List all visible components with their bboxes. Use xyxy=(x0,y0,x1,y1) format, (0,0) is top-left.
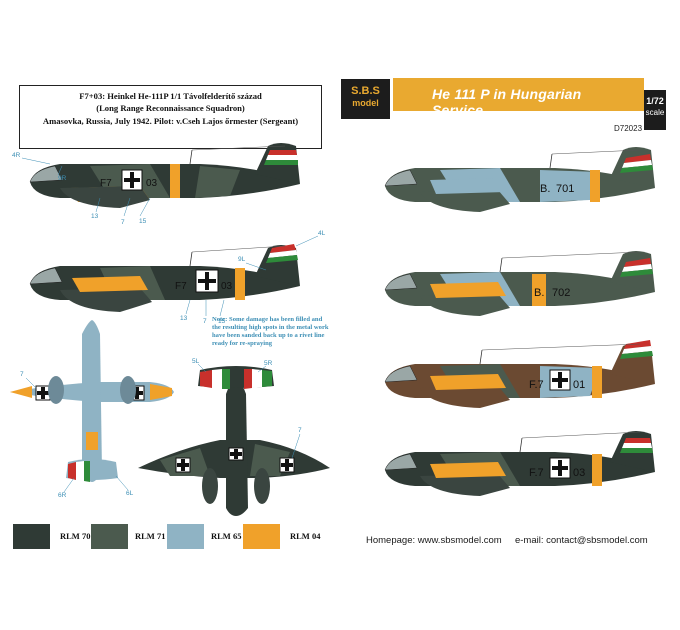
left-middle-reg-left: F7 xyxy=(175,281,187,292)
aircraft-caption-box: F7+03: Heinkel He-111P 1/1 Távolfelderít… xyxy=(19,85,322,149)
swatch-rlm71 xyxy=(91,524,128,549)
swatch-rlm65 xyxy=(167,524,204,549)
right-4-reg-left: F.7 xyxy=(529,467,544,479)
caption-line-1: F7+03: Heinkel He-111P 1/1 Távolfelderít… xyxy=(79,91,262,101)
callout-9l: 9L xyxy=(238,256,246,263)
swatch-rlm04 xyxy=(243,524,280,549)
swatch-rlm70 xyxy=(13,524,50,549)
callout-7-top: 7 xyxy=(121,219,125,226)
callout-5l: 5L xyxy=(192,358,200,365)
logo-text-bottom: model xyxy=(352,98,379,108)
caption-line-2: (Long Range Reconnaissance Squadron) xyxy=(96,103,245,114)
callout-4r: 4R xyxy=(12,152,21,159)
right-2-reg-right: 702 xyxy=(552,287,570,299)
callout-7-underside: 7 xyxy=(20,371,24,378)
left-middle-reg-right: 03 xyxy=(221,281,233,292)
right-1-reg-right: 701 xyxy=(556,183,574,195)
scale-badge: 1/72 scale xyxy=(644,90,666,130)
footer: Homepage: www.sbsmodel.com e-mail: conta… xyxy=(366,535,648,546)
right-1-reg-left: B. xyxy=(540,183,550,195)
caption-line-3: Amasovka, Russia, July 1942. Pilot: v.Cs… xyxy=(42,115,299,126)
legend-rlm65: RLM 65 xyxy=(211,531,242,541)
footer-homepage[interactable]: Homepage: www.sbsmodel.com xyxy=(366,535,502,546)
scale-value: 1/72 xyxy=(646,96,664,106)
callout-7-middle: 7 xyxy=(203,318,207,325)
right-profile-4: F.7 03 xyxy=(384,431,655,496)
sheet-title: He 111 P in Hungarian Service xyxy=(432,86,582,118)
legend-rlm70: RLM 70 xyxy=(60,531,91,541)
callout-9r: 9R xyxy=(58,175,67,182)
right-3-reg-left: F.7 xyxy=(529,379,544,391)
right-2-reg-left: B. xyxy=(534,287,544,299)
damage-note: Note: Some damage has been filled and th… xyxy=(212,316,329,347)
callout-13-top: 13 xyxy=(91,213,99,220)
right-3-reg-right: 01 xyxy=(573,379,585,391)
scale-label: scale xyxy=(645,108,665,117)
right-profile-3: F.7 01 xyxy=(384,340,655,408)
callout-4l: 4L xyxy=(318,230,326,237)
plan-view-upper xyxy=(138,366,330,516)
plan-view-underside xyxy=(10,320,174,482)
logo-text-top: S.B.S xyxy=(351,85,380,97)
sbs-logo: S.B.S model xyxy=(341,79,390,119)
left-top-reg-right: 03 xyxy=(146,178,158,189)
callout-6l: 6L xyxy=(126,490,134,497)
callout-13-middle: 13 xyxy=(180,315,188,322)
left-top-reg-left: F7 xyxy=(100,178,112,189)
callout-15-middle: 15 xyxy=(218,318,226,325)
title-banner xyxy=(393,78,644,111)
callout-5r: 5R xyxy=(264,360,273,367)
catalog-code: D72023 xyxy=(614,124,643,133)
callout-6r: 6R xyxy=(58,492,67,499)
legend-rlm04: RLM 04 xyxy=(290,531,321,541)
footer-email[interactable]: e-mail: contact@sbsmodel.com xyxy=(514,535,648,546)
right-4-reg-right: 03 xyxy=(573,467,585,479)
left-profile-middle: F7 03 xyxy=(29,244,300,312)
left-profile-top: F7 03 xyxy=(29,143,300,208)
legend-rlm71: RLM 71 xyxy=(135,531,166,541)
right-profile-1: B. 701 xyxy=(384,147,655,212)
callout-15-top: 15 xyxy=(139,218,147,225)
right-profile-2: B. 702 xyxy=(384,251,655,316)
callout-7-topview: 7 xyxy=(298,427,302,434)
